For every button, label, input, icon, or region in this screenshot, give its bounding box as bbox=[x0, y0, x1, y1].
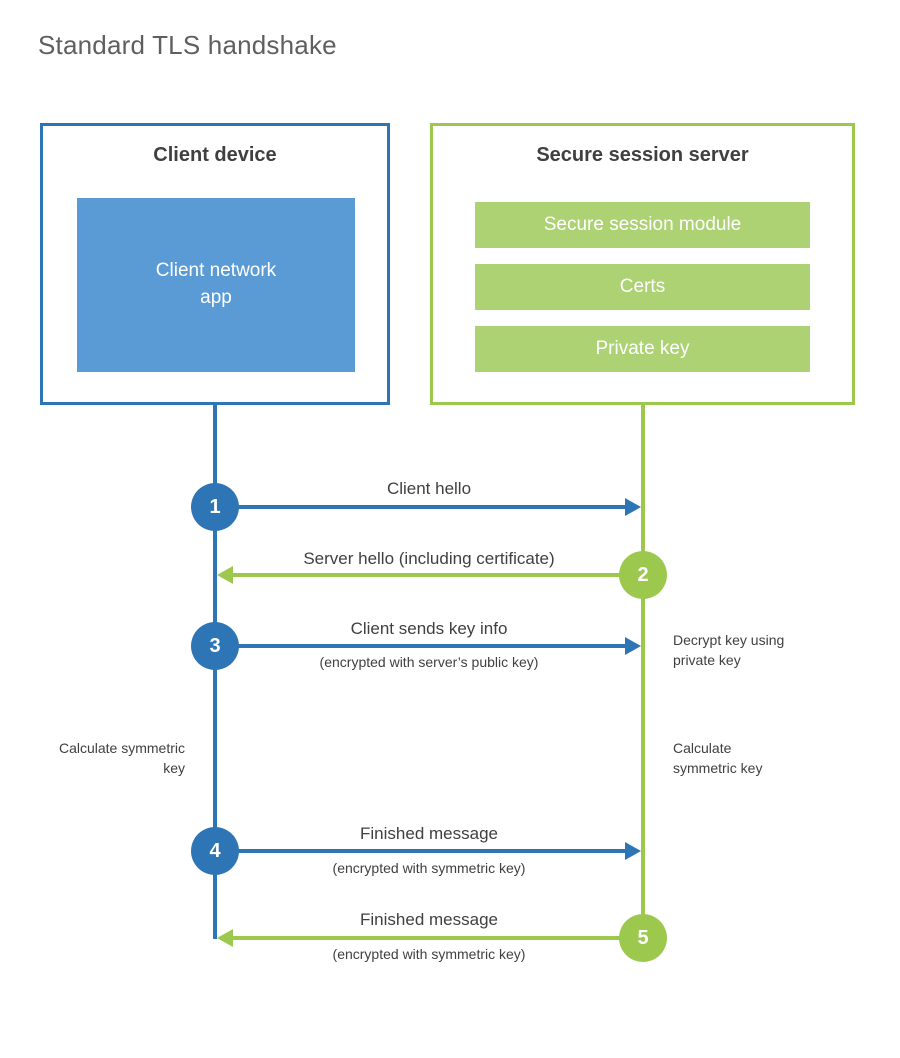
step-2-message-label: Server hello (including certificate) bbox=[303, 549, 555, 568]
step-3-message-label: Client sends key info bbox=[350, 619, 508, 638]
step-5-message-label: Finished message bbox=[360, 910, 498, 929]
step-2-number: 2 bbox=[637, 563, 649, 586]
step-4-arrowhead-icon bbox=[625, 842, 641, 860]
step-5-message-sublabel: (encrypted with symmetric key) bbox=[332, 946, 526, 962]
step-5-arrowhead-icon bbox=[217, 929, 233, 947]
step-3-number: 3 bbox=[209, 634, 221, 657]
step-3-badge: 3 bbox=[191, 622, 239, 670]
step-3-arrow bbox=[215, 644, 627, 648]
decrypt-key-note: Decrypt key using private key bbox=[673, 632, 785, 669]
step-4-number: 4 bbox=[209, 839, 221, 862]
client-network-app-module: Client network app bbox=[77, 198, 355, 372]
secure-session-module-bar: Secure session module bbox=[475, 202, 810, 248]
step-5-badge: 5 bbox=[619, 914, 667, 962]
step-3-message-sublabel: (encrypted with server’s public key) bbox=[319, 654, 539, 670]
step-1-number: 1 bbox=[209, 495, 221, 518]
certs-bar: Certs bbox=[475, 264, 810, 310]
step-1-message-label: Client hello bbox=[386, 479, 472, 498]
step-1-arrowhead-icon bbox=[625, 498, 641, 516]
step-4-message-label: Finished message bbox=[360, 824, 498, 843]
step-4-badge: 4 bbox=[191, 827, 239, 875]
step-5-arrow bbox=[233, 936, 643, 940]
step-2-badge: 2 bbox=[619, 551, 667, 599]
client-device-box: Client device Client network app bbox=[40, 123, 390, 405]
step-4-message-sublabel: (encrypted with symmetric key) bbox=[332, 860, 526, 876]
server-lifeline bbox=[641, 405, 645, 938]
calculate-symmetric-key-note-server: Calculate symmetric key bbox=[673, 740, 763, 777]
step-5-number: 5 bbox=[637, 926, 649, 949]
step-1-arrow bbox=[215, 505, 627, 509]
step-4-arrow bbox=[215, 849, 627, 853]
client-lifeline bbox=[213, 405, 217, 939]
server-box-title: Secure session server bbox=[536, 144, 749, 166]
step-3-arrowhead-icon bbox=[625, 637, 641, 655]
private-key-bar: Private key bbox=[475, 326, 810, 372]
secure-session-server-box: Secure session server Secure session mod… bbox=[430, 123, 855, 405]
step-1-badge: 1 bbox=[191, 483, 239, 531]
step-2-arrow bbox=[233, 573, 643, 577]
client-box-title: Client device bbox=[153, 144, 277, 166]
page-title: Standard TLS handshake bbox=[38, 30, 337, 60]
step-2-arrowhead-icon bbox=[217, 566, 233, 584]
client-network-app-label: Client network app bbox=[155, 260, 277, 308]
calculate-symmetric-key-note-client: Calculate symmetric key bbox=[58, 740, 185, 777]
